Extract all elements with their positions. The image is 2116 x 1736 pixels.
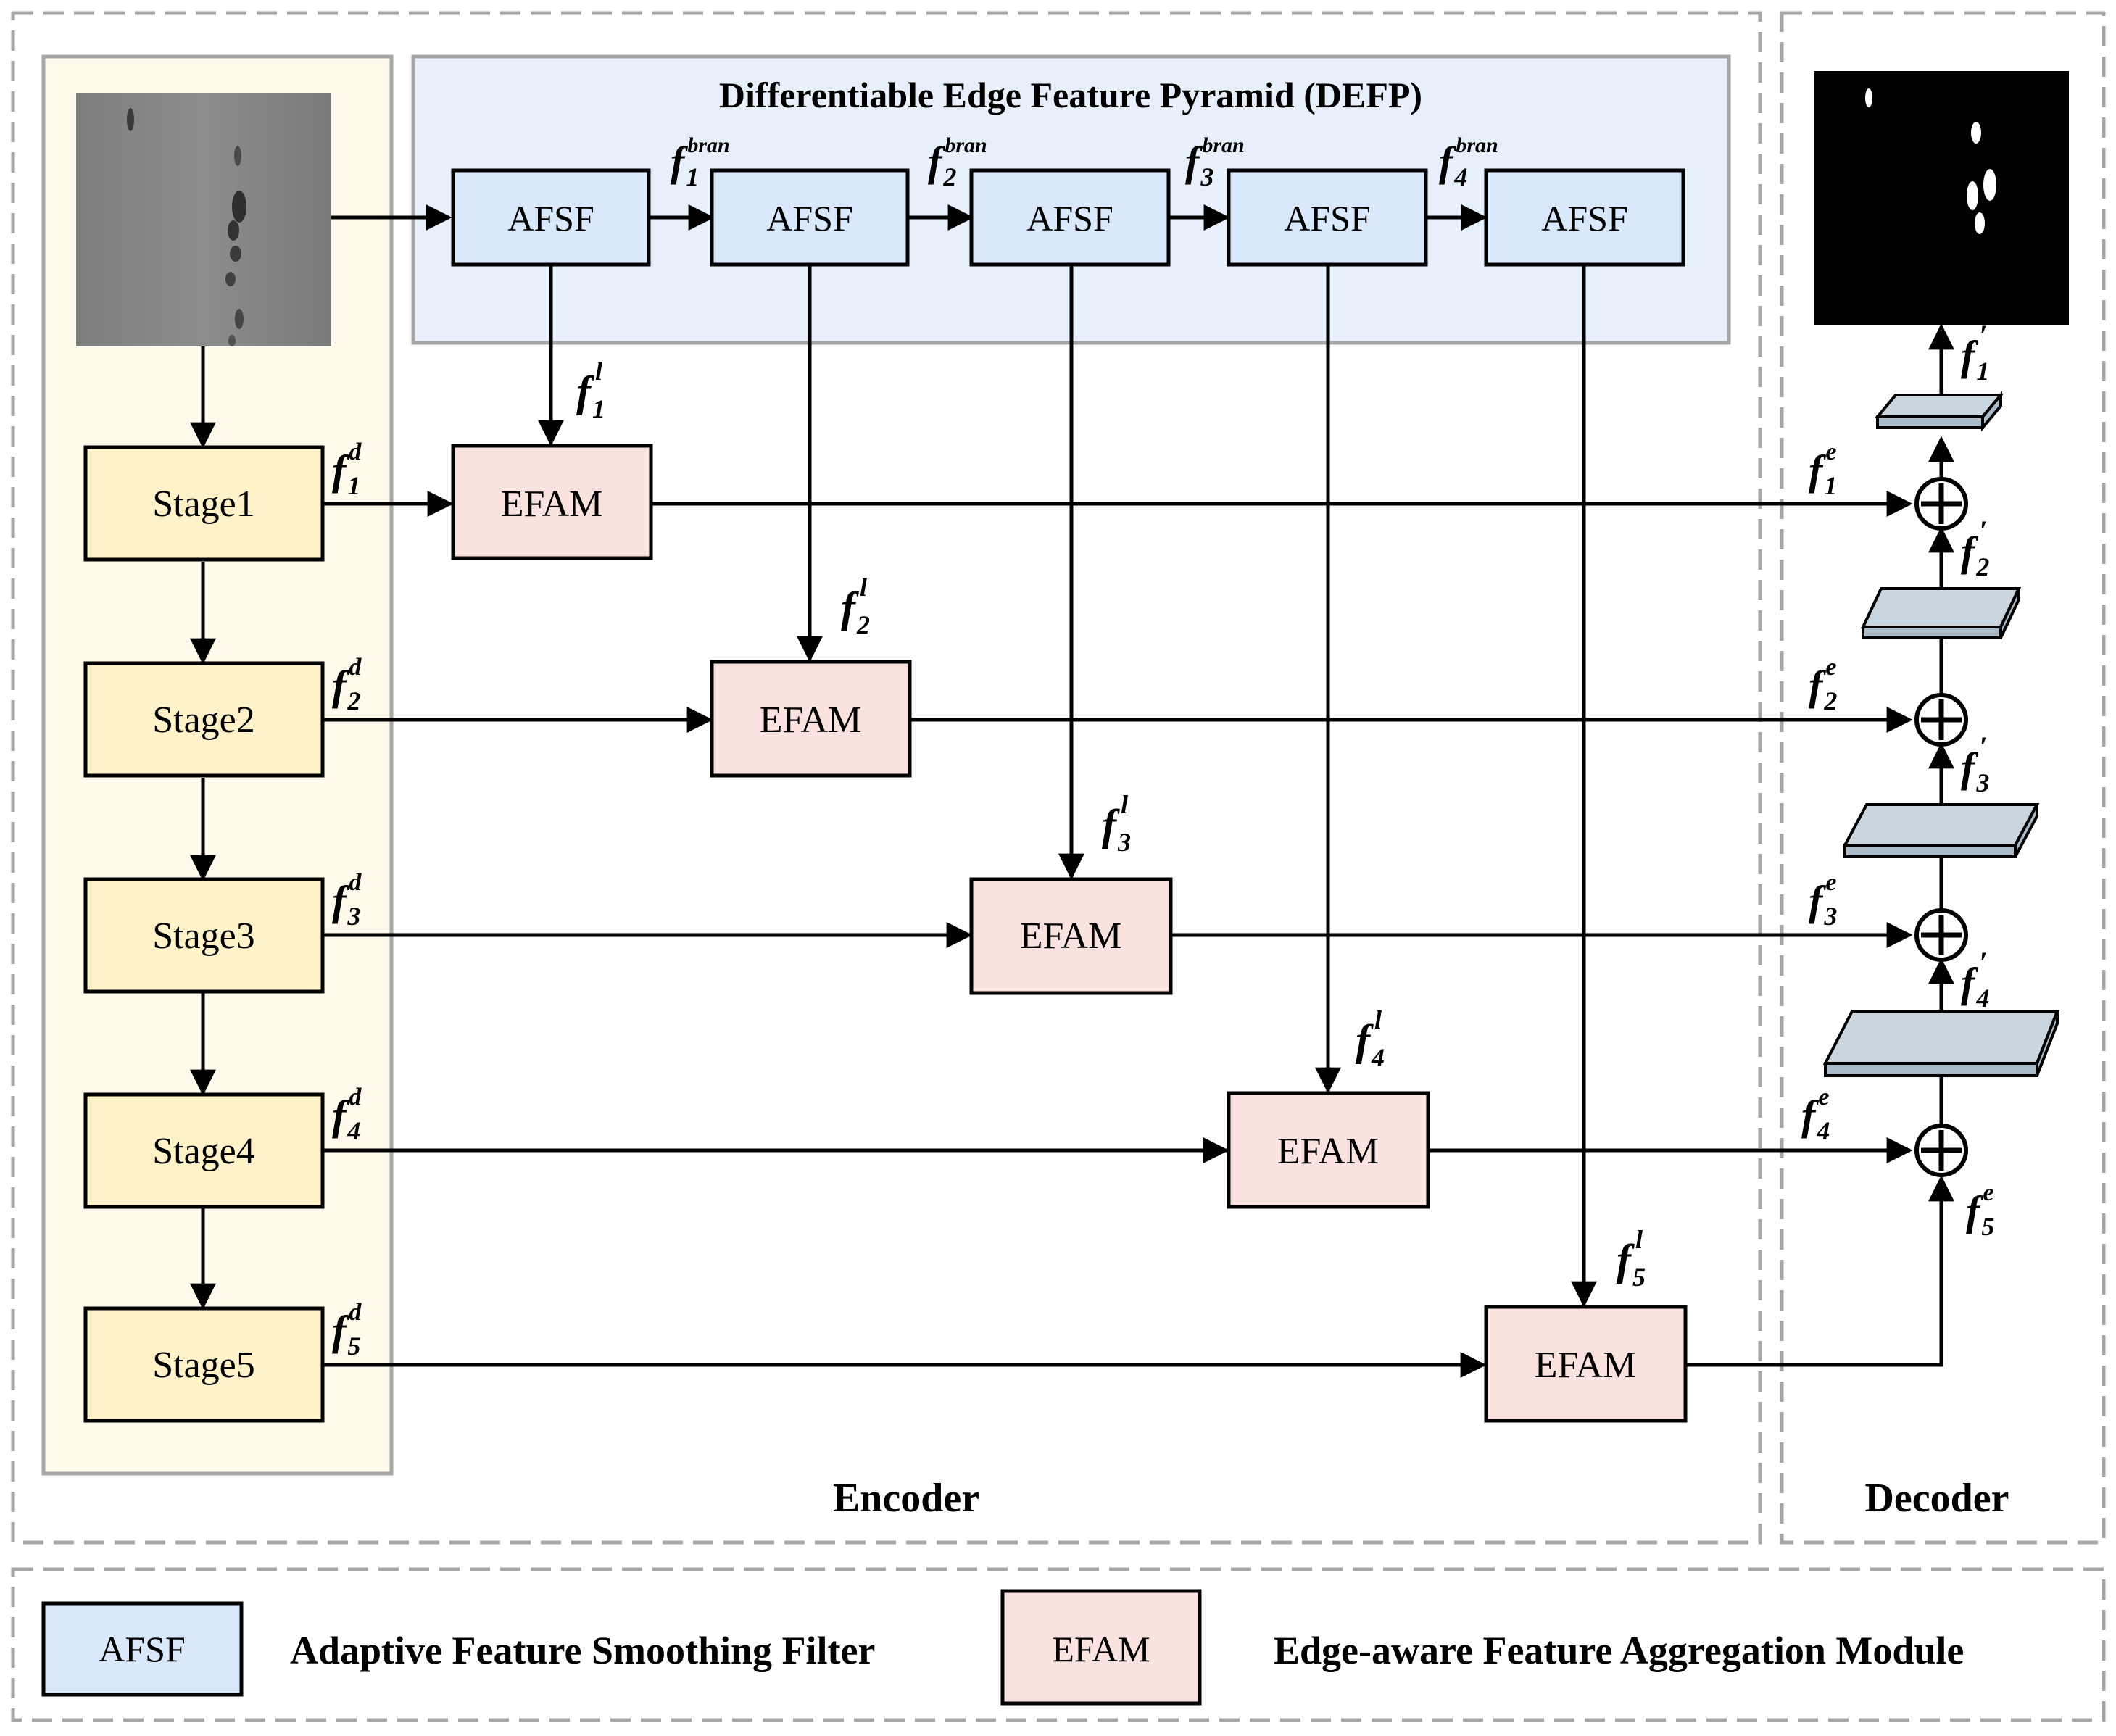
stage-label: Stage5: [152, 1345, 255, 1386]
symbol-f2-e: f2e: [1809, 654, 1837, 715]
svg-text:f3d: f3d: [332, 869, 362, 931]
stage-label: Stage3: [152, 915, 255, 957]
efam-label: EFAM: [1020, 915, 1122, 957]
svg-text:f5e: f5e: [1966, 1179, 1994, 1241]
sum-node-2: [1914, 693, 1968, 747]
stage-box-4: Stage4: [83, 1092, 325, 1209]
connectors: [190, 204, 1954, 1378]
feature-slab-1: [1874, 391, 2004, 432]
svg-text:f2e: f2e: [1809, 654, 1837, 715]
afsf-label: AFSF: [1026, 198, 1113, 238]
decoder-sums: [1914, 477, 1968, 1177]
legend-afsf-box-label: AFSF: [99, 1629, 186, 1669]
legend-efam-item: EFAM Edge-aware Feature Aggregation Modu…: [1000, 1589, 1964, 1706]
efam-box-5: EFAM: [1484, 1305, 1688, 1423]
efam-diagonal: EFAM EFAM EFAM EFAM EFAM: [451, 444, 1688, 1423]
symbol-f3-e: f3e: [1809, 869, 1837, 931]
efam-label: EFAM: [760, 699, 862, 741]
efam-box-3: EFAM: [969, 877, 1173, 995]
feature-slab-2: [1860, 587, 2022, 639]
legend-afsf-item: AFSF Adaptive Feature Smoothing Filter: [41, 1601, 875, 1697]
encoder-outer-panel: [11, 11, 1762, 1545]
stage-label: Stage4: [152, 1131, 255, 1172]
legend-efam-description: Edge-aware Feature Aggregation Module: [1274, 1629, 1964, 1672]
symbol-f1-prime: f1′: [1961, 319, 1989, 386]
feature-slab-4: [1822, 1010, 2059, 1077]
decoder-outer-panel: [1780, 11, 2106, 1545]
symbol-f2-l: f2l: [841, 573, 870, 639]
symbol-f4-e: f4e: [1801, 1084, 1830, 1145]
afsf-label: AFSF: [766, 198, 853, 238]
afsf-box-3: AFSF: [969, 168, 1171, 267]
efam5-to-sum4-arrow: [1685, 1175, 1954, 1367]
stage-label: Stage2: [152, 699, 255, 741]
efam-box-1: EFAM: [451, 444, 653, 560]
symbol-f1-e: f1e: [1809, 439, 1837, 500]
efam-box-4: EFAM: [1227, 1091, 1430, 1209]
svg-text:f3′: f3′: [1961, 731, 1989, 797]
stage-box-3: Stage3: [83, 877, 325, 994]
legend-efam-swatch: [1000, 1589, 1202, 1706]
stage-box-2: Stage2: [83, 661, 325, 778]
symbol-f4-prime: f4′: [1961, 946, 1989, 1013]
afsf-box-4: AFSF: [1227, 168, 1428, 267]
efam-label: EFAM: [501, 483, 603, 525]
decoder-slabs: [1822, 391, 2059, 1077]
symbol-f3-d: f3d: [332, 869, 362, 931]
afsf-box-5: AFSF: [1484, 168, 1685, 267]
svg-text:f4l: f4l: [1356, 1005, 1385, 1072]
stage-label: Stage1: [152, 483, 255, 525]
symbol-f4-d: f4d: [332, 1084, 362, 1145]
svg-text:f2′: f2′: [1961, 515, 1989, 581]
symbol-f4-l: f4l: [1356, 1005, 1385, 1072]
afsf-row: AFSF AFSF AFSF AFSF AFSF: [451, 168, 1685, 267]
legend: AFSF Adaptive Feature Smoothing Filter E…: [41, 1589, 1964, 1706]
svg-text:f5l: f5l: [1617, 1225, 1646, 1292]
svg-text:f1l: f1l: [576, 357, 605, 423]
afsf-label: AFSF: [1541, 198, 1628, 238]
sum-node-4: [1914, 1124, 1968, 1177]
svg-text:f1′: f1′: [1961, 319, 1989, 386]
symbol-f2-prime: f2′: [1961, 515, 1989, 581]
svg-text:f4e: f4e: [1801, 1084, 1830, 1145]
svg-text:f4′: f4′: [1961, 946, 1989, 1013]
afsf-label: AFSF: [1284, 198, 1371, 238]
encoder-label: Encoder: [833, 1476, 979, 1521]
legend-afsf-description: Adaptive Feature Smoothing Filter: [290, 1629, 875, 1672]
svg-text:f3e: f3e: [1809, 869, 1837, 931]
svg-text:f2l: f2l: [841, 573, 870, 639]
symbol-f5-e: f5e: [1966, 1179, 1994, 1241]
decoder-label: Decoder: [1864, 1476, 2009, 1521]
stage-column: Stage1 Stage2 Stage3 Stage4 Stage5: [83, 445, 325, 1423]
stage-box-1: Stage1: [83, 445, 325, 562]
symbol-f3-prime: f3′: [1961, 731, 1989, 797]
afsf-label: AFSF: [507, 198, 594, 238]
stage-box-5: Stage5: [83, 1306, 325, 1423]
efam-box-2: EFAM: [710, 660, 912, 778]
svg-text:f4d: f4d: [332, 1084, 362, 1145]
symbol-f3-l: f3l: [1102, 790, 1131, 857]
symbol-f1-l: f1l: [576, 357, 605, 423]
legend-panel: [11, 1567, 2106, 1722]
input-image: [76, 93, 331, 346]
efam-label: EFAM: [1277, 1131, 1379, 1172]
legend-efam-box-label: EFAM: [1052, 1629, 1150, 1669]
output-mask: [1814, 71, 2069, 325]
svg-text:f3l: f3l: [1102, 790, 1131, 857]
defp-title: Differentiable Edge Feature Pyramid (DEF…: [719, 75, 1422, 115]
efam-label: EFAM: [1535, 1345, 1637, 1386]
sum-node-3: [1914, 908, 1968, 962]
symbol-f5-l: f5l: [1617, 1225, 1646, 1292]
afsf-box-2: AFSF: [710, 168, 910, 267]
afsf-box-1: AFSF: [451, 168, 651, 267]
feature-slab-3: [1842, 803, 2040, 858]
sum-node-1: [1914, 477, 1968, 531]
legend-afsf-swatch: [41, 1601, 244, 1697]
svg-text:f1e: f1e: [1809, 439, 1837, 500]
